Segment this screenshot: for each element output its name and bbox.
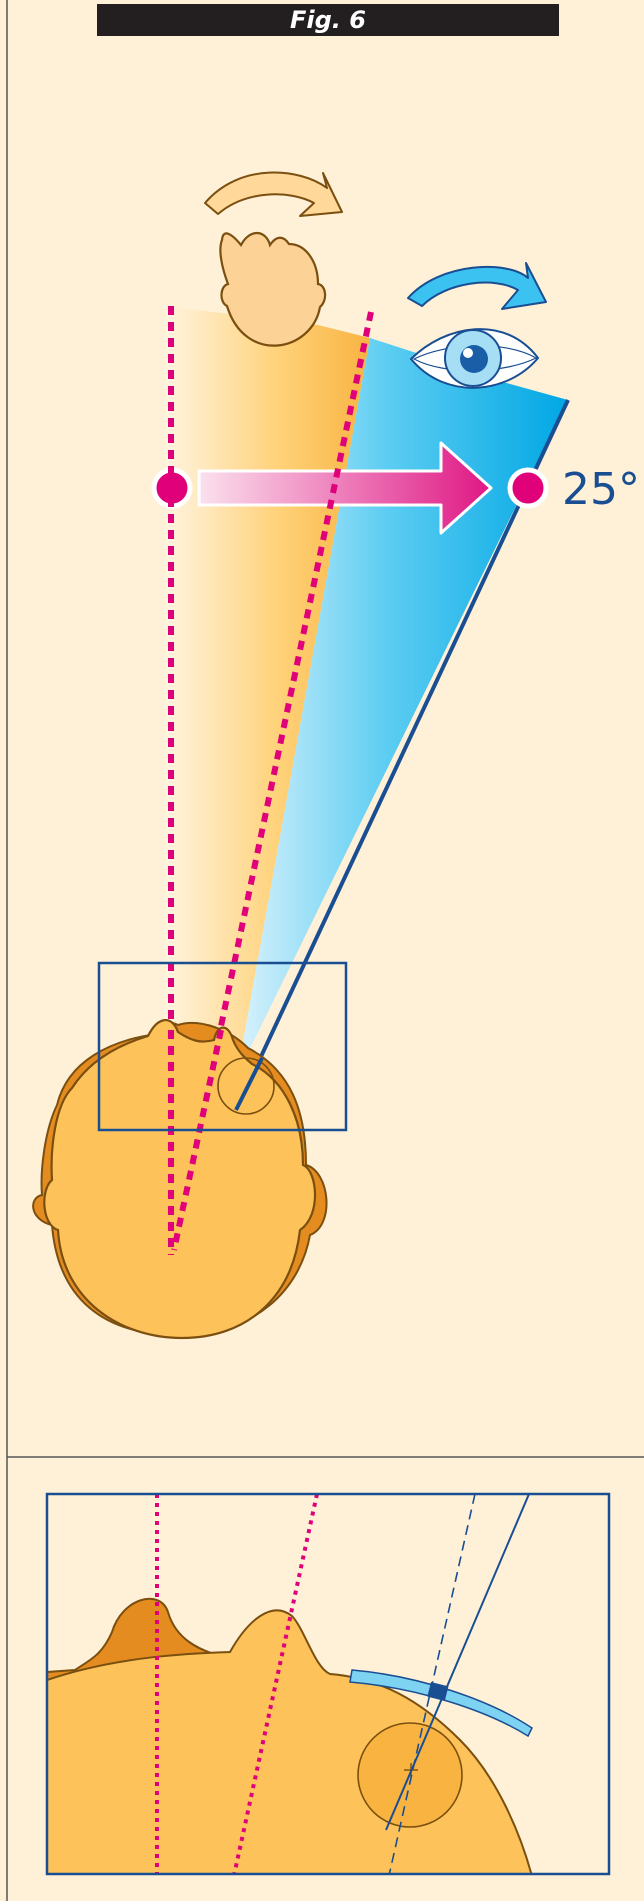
end-point-marker xyxy=(510,470,546,506)
figure-title: Fig. 6 xyxy=(290,6,366,34)
angle-label: 25° xyxy=(562,464,640,515)
title-bar: Fig. 6 xyxy=(97,4,559,36)
zoom-inset xyxy=(47,1494,609,1880)
